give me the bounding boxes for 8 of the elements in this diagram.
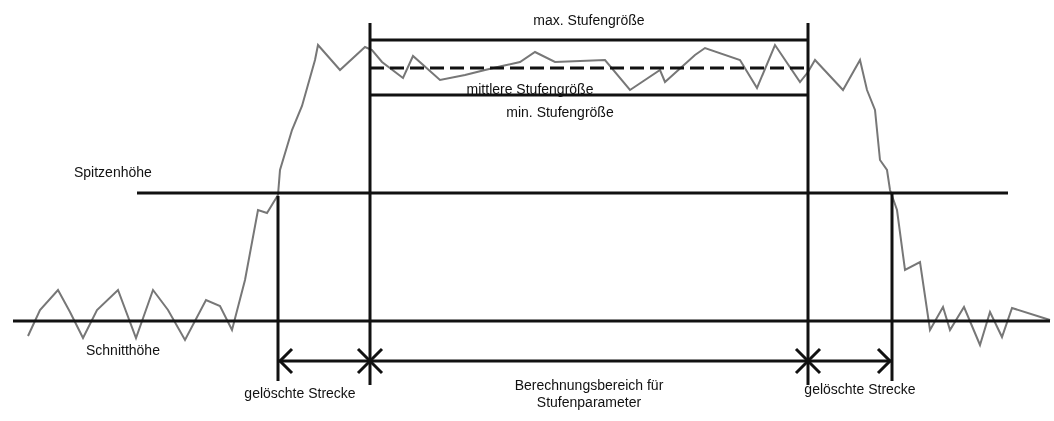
axis-label: Schnitthöhe bbox=[86, 342, 161, 359]
axis-label: gelöschte Strecke bbox=[243, 385, 357, 402]
axis-label: max. Stufengröße bbox=[532, 12, 646, 29]
axis-label: gelöschte Strecke bbox=[803, 381, 917, 398]
axis-label: Berechnungsbereich für Stufenparameter bbox=[513, 377, 665, 411]
axis-label: Spitzenhöhe bbox=[74, 164, 153, 181]
axis-label: mittlere Stufengröße bbox=[465, 81, 595, 98]
axis-label: min. Stufengröße bbox=[505, 104, 615, 121]
